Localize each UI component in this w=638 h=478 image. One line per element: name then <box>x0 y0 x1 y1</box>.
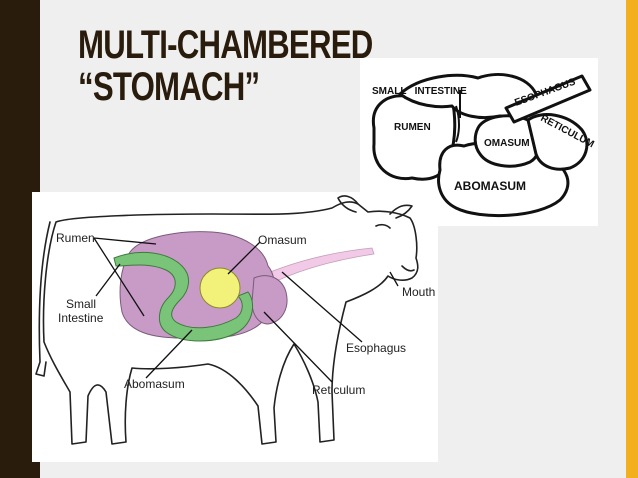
cow-label-small: Small <box>66 297 96 311</box>
cow-diagram-panel: Rumen Omasum Mouth Small Intestine Esoph… <box>32 192 438 462</box>
cow-diagram: Rumen Omasum Mouth Small Intestine Esoph… <box>35 195 435 445</box>
stomach-esophagus-shape <box>504 74 592 124</box>
cow-ear <box>337 195 359 213</box>
cow-abomasum-shape <box>113 252 254 342</box>
cow-omasum-shape <box>199 267 241 309</box>
stomach-label-small-intestine: SMALL INTESTINE <box>372 86 467 97</box>
slide-title: MULTI-CHAMBERED “STOMACH” <box>78 23 373 109</box>
stomach-diagram-panel: SMALL INTESTINE ESOPHAGUS RUMEN RETICULU… <box>360 58 598 226</box>
cow-label-abomasum: Abomasum <box>124 377 185 391</box>
right-accent-bar <box>626 0 638 478</box>
cow-horn <box>389 204 413 219</box>
stomach-label-rumen: RUMEN <box>394 122 431 133</box>
stomach-label-omasum: OMASUM <box>484 138 530 149</box>
title-line-2: “STOMACH” <box>78 65 260 109</box>
cow-label-mouth: Mouth <box>402 285 435 299</box>
stomach-abomasum-shape <box>437 141 570 217</box>
cow-rumen-shape <box>119 231 275 339</box>
cow-label-esophagus: Esophagus <box>346 341 406 355</box>
cow-label-rumen: Rumen <box>56 231 95 245</box>
cow-label-omasum: Omasum <box>258 233 307 247</box>
cow-label-intestine: Intestine <box>58 311 104 325</box>
cow-outline <box>42 201 419 445</box>
cow-tail <box>35 221 51 377</box>
stomach-label-abomasum: ABOMASUM <box>454 179 526 193</box>
cow-label-reticulum: Reticulum <box>312 383 365 397</box>
title-line-1: MULTI-CHAMBERED <box>78 23 373 67</box>
stomach-reticulum-shape <box>526 113 589 171</box>
stomach-diagram: SMALL INTESTINE ESOPHAGUS RUMEN RETICULU… <box>371 73 596 217</box>
cow-reticulum-shape <box>251 275 288 325</box>
